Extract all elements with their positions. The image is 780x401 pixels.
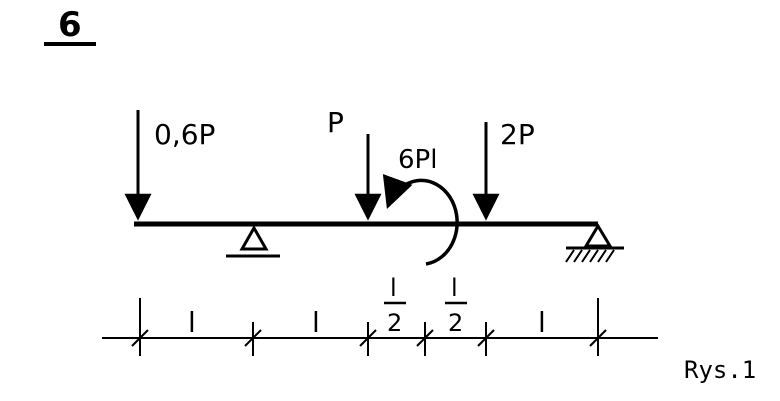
- force-label-2p: 2P: [500, 118, 535, 151]
- dim-label-half-2-num: l: [451, 274, 458, 302]
- figure-caption: Rys.1: [684, 356, 756, 384]
- dim-label-l-1: l: [188, 306, 196, 339]
- pin-support: [226, 224, 280, 258]
- moment-arrow: [382, 173, 459, 266]
- force-label-p: P: [327, 106, 344, 139]
- moment-label: 6Pl: [398, 145, 437, 175]
- dim-label-half-1-num: l: [390, 274, 397, 302]
- fixed-support: [565, 223, 624, 263]
- dim-label-l-2: l: [312, 306, 320, 339]
- dim-label-half-1-den: 2: [387, 309, 402, 337]
- problem-number: 6: [58, 5, 82, 45]
- dimension-ticks: [131, 298, 607, 356]
- dim-label-l-5: l: [538, 306, 546, 339]
- force-label-0-6p: 0,6P: [154, 118, 215, 151]
- dim-label-half-2-den: 2: [448, 309, 463, 337]
